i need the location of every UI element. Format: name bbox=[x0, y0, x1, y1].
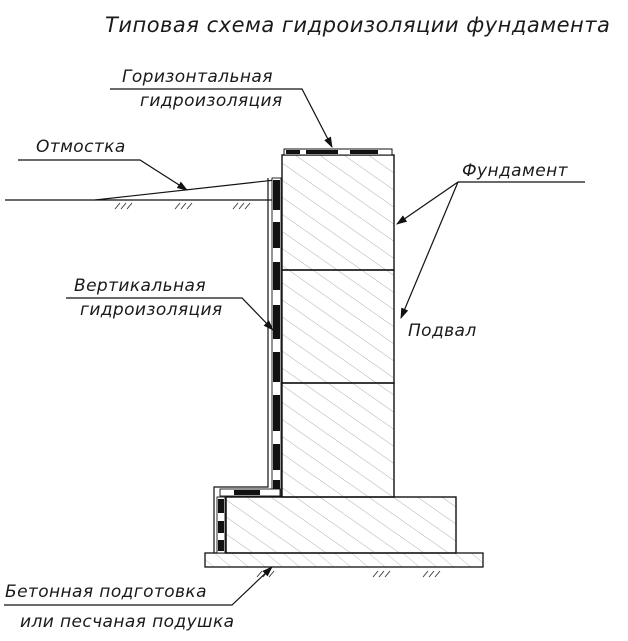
concrete-preparation bbox=[204, 552, 484, 578]
svg-text:Горизонтальная: Горизонтальная bbox=[122, 67, 273, 87]
svg-text:Бетонная подготовка: Бетонная подготовка bbox=[5, 582, 207, 602]
label-fundament: Фундамент bbox=[396, 161, 585, 319]
svg-text:гидроизоляция: гидроизоляция bbox=[140, 91, 283, 111]
vertical-waterproofing bbox=[213, 177, 282, 554]
label-otmostka: Отмостка bbox=[18, 137, 188, 191]
label-vertical-waterproofing: Вертикальная гидроизоляция bbox=[66, 276, 274, 331]
svg-text:Вертикальная: Вертикальная bbox=[74, 276, 206, 296]
svg-text:Отмостка: Отмостка bbox=[36, 137, 126, 157]
svg-text:Фундамент: Фундамент bbox=[462, 161, 569, 181]
label-horizontal-waterproofing: Горизонтальная гидроизоляция bbox=[110, 67, 333, 148]
svg-text:гидроизоляция: гидроизоляция bbox=[80, 300, 223, 320]
svg-text:или песчаная подушка: или песчаная подушка bbox=[20, 612, 234, 632]
label-concrete-preparation: Бетонная подготовка или песчаная подушка bbox=[4, 566, 273, 632]
diagram-title: Типовая схема гидроизоляции фундамента bbox=[105, 13, 610, 37]
foundation-wall bbox=[281, 154, 395, 498]
ground-surface bbox=[5, 179, 276, 210]
label-podval: Подвал bbox=[408, 321, 477, 341]
horizontal-waterproofing bbox=[283, 148, 393, 156]
foundation-footing bbox=[225, 496, 457, 554]
